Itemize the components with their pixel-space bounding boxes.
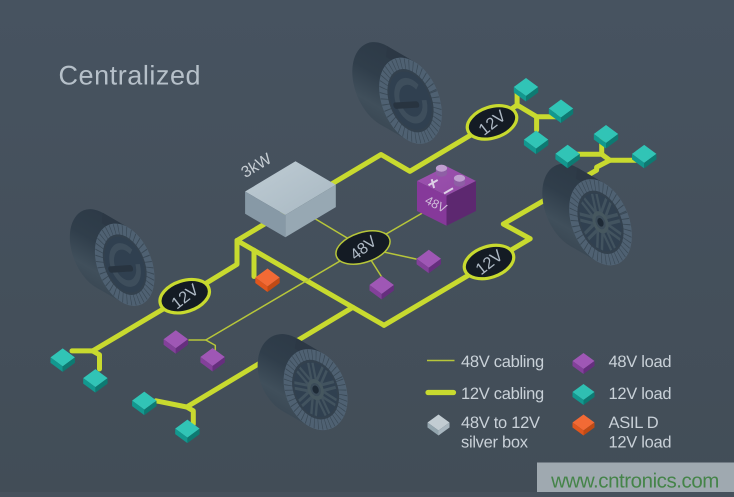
svg-text:48V cabling: 48V cabling [461,353,544,371]
svg-text:www.cntronics.com: www.cntronics.com [550,470,719,493]
svg-text:silver box: silver box [461,434,529,452]
svg-text:48V to 12V: 48V to 12V [461,414,540,432]
svg-text:48V load: 48V load [609,353,672,371]
svg-text:ASIL D: ASIL D [609,414,659,432]
svg-text:12V load: 12V load [609,385,672,403]
svg-text:12V cabling: 12V cabling [461,385,544,403]
svg-text:12V load: 12V load [609,434,672,452]
svg-text:Centralized: Centralized [59,61,202,91]
